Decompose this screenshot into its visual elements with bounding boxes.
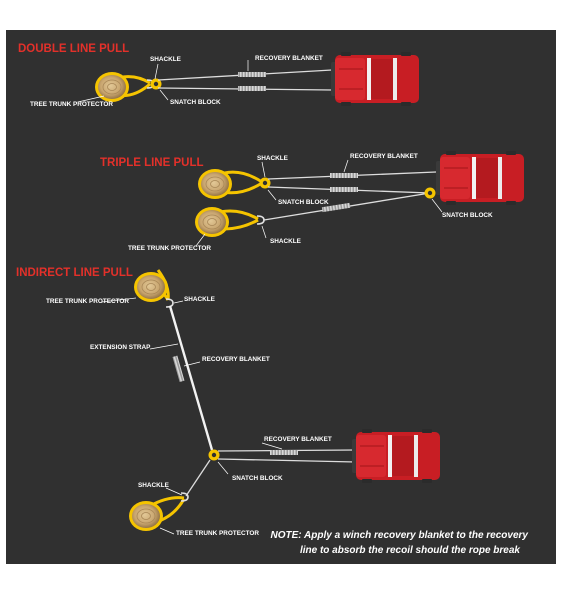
truck-graphic	[435, 150, 525, 206]
label-snatch-block: SNATCH BLOCK	[232, 475, 283, 482]
label-snatch-block: SNATCH BLOCK	[170, 99, 221, 106]
section-title: TRIPLE LINE PULL	[100, 157, 204, 169]
snatch-block-icon	[208, 449, 220, 461]
recovery-blanket-graphic	[270, 450, 298, 455]
snatch-block-icon	[424, 187, 436, 199]
label-tree-trunk-protector: TREE TRUNK PROTECTOR	[30, 101, 113, 108]
label-shackle: SHACKLE	[270, 238, 302, 245]
label-snatch-block: SNATCH BLOCK	[278, 199, 329, 206]
section-title: DOUBLE LINE PULL	[18, 43, 129, 55]
recovery-blanket-graphic	[321, 202, 351, 213]
label-shackle: SHACKLE	[150, 56, 182, 63]
diagram-panel	[6, 30, 556, 564]
label-recovery-blanket: RECOVERY BLANKET	[350, 153, 418, 160]
label-shackle: SHACKLE	[257, 155, 289, 162]
recovery-blanket-graphic	[238, 86, 266, 91]
label-tree-trunk-protector: TREE TRUNK PROTECTOR	[46, 298, 129, 305]
tree-trunk-protector-graphic	[133, 269, 170, 303]
truck-graphic	[351, 428, 441, 484]
label-recovery-blanket: RECOVERY BLANKET	[202, 356, 270, 363]
note-line-2: line to absorb the recoil should the rop…	[300, 545, 520, 556]
note-line-1: NOTE: Apply a winch recovery blanket to …	[271, 530, 529, 541]
label-tree-trunk-protector: TREE TRUNK PROTECTOR	[128, 245, 211, 252]
recovery-blanket-graphic	[330, 187, 358, 192]
label-shackle: SHACKLE	[138, 482, 170, 489]
recovery-blanket-graphic	[330, 173, 358, 178]
truck-graphic	[330, 51, 420, 107]
section-double-line-pull: DOUBLE LINE PULL SHACKLE RECOVERY BLANKE…	[18, 43, 420, 108]
tree-trunk-protector-graphic	[194, 206, 259, 238]
extension-strap-graphic	[168, 305, 214, 451]
section-indirect-line-pull: INDIRECT LINE PULL	[16, 267, 528, 556]
label-shackle: SHACKLE	[184, 296, 216, 303]
shackle-icon	[256, 215, 265, 225]
tree-trunk-protector-graphic	[94, 71, 151, 103]
recovery-blanket-graphic	[172, 355, 185, 383]
section-title: INDIRECT LINE PULL	[16, 267, 133, 279]
recovery-blanket-graphic	[238, 72, 266, 77]
label-extension-strap: EXTENSION STRAP	[90, 344, 151, 351]
section-triple-line-pull: TRIPLE LINE PULL SHACK	[100, 150, 525, 252]
label-snatch-block: SNATCH BLOCK	[442, 212, 493, 219]
label-recovery-blanket: RECOVERY BLANKET	[264, 436, 332, 443]
tree-trunk-protector-graphic	[128, 496, 186, 532]
label-tree-trunk-protector: TREE TRUNK PROTECTOR	[176, 530, 259, 537]
label-recovery-blanket: RECOVERY BLANKET	[255, 55, 323, 62]
tree-trunk-protector-graphic	[197, 168, 263, 200]
rope-lines	[263, 171, 437, 221]
